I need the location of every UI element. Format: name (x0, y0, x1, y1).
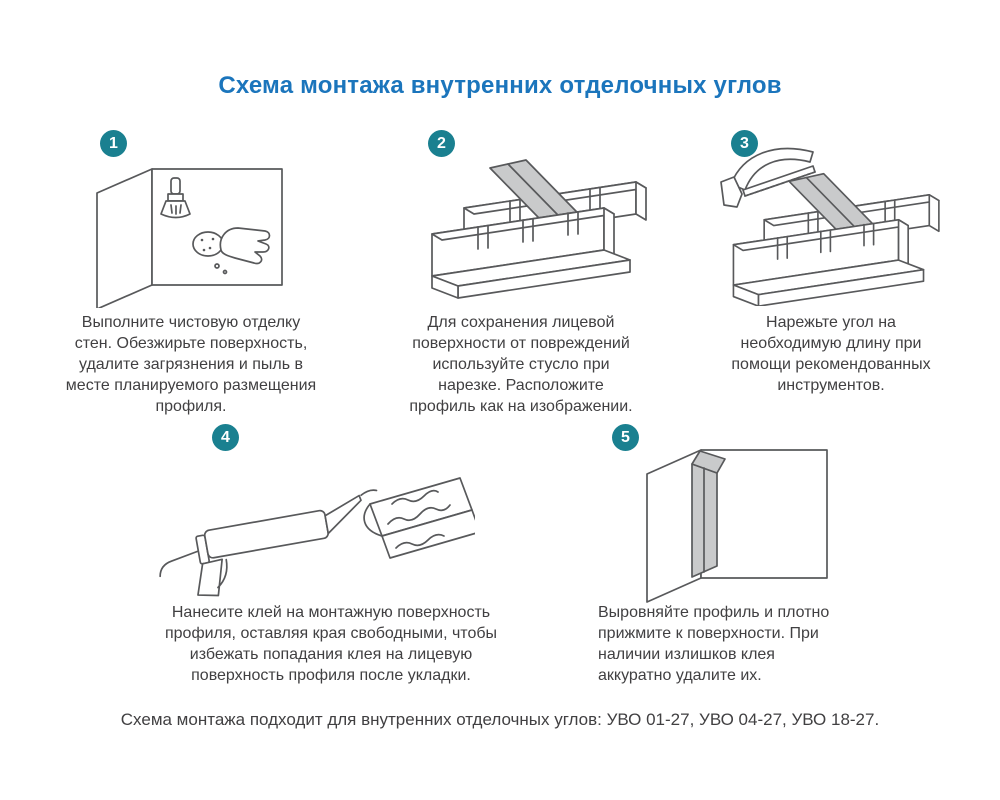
step-5-badge: 5 (612, 424, 639, 451)
hacksaw-icon (720, 147, 816, 208)
step-1-badge: 1 (100, 130, 127, 157)
step-3-description: Нарежьте угол на необходимую длину при п… (731, 314, 931, 394)
wall-cleaning-icon (96, 168, 283, 310)
miter-box-icon (732, 172, 940, 307)
step-4-figure (130, 452, 481, 607)
glue-gun-with-profile-icon (159, 477, 481, 597)
step-2-figure (418, 152, 658, 309)
footer-note: Схема монтажа подходит для внутренних от… (120, 710, 880, 729)
step-5-description: Выровняйте профиль и плотно прижмите к п… (598, 604, 830, 684)
step-4-description: Нанесите клей на монтажную поверхность п… (164, 604, 498, 684)
step-3-badge: 3 (731, 130, 758, 157)
step-1-description: Выполните чистовую отделку стен. Обезжир… (65, 314, 317, 415)
corner-press-profile-icon (646, 449, 828, 603)
step-5-figure (645, 446, 830, 609)
corner-profile-icon (363, 477, 481, 559)
step-2-description: Для сохранения лицевой поверхности от по… (409, 314, 633, 415)
caulking-gun-icon (159, 489, 378, 597)
page-title: Схема монтажа внутренних отделочных угло… (218, 72, 782, 99)
step-1-figure (95, 166, 285, 313)
step-2-badge: 2 (428, 130, 455, 157)
miter-box-with-saw-icon (720, 147, 940, 307)
step-4-badge: 4 (212, 424, 239, 451)
miter-box-with-profile-icon (431, 159, 647, 299)
step-3-figure (715, 138, 950, 311)
